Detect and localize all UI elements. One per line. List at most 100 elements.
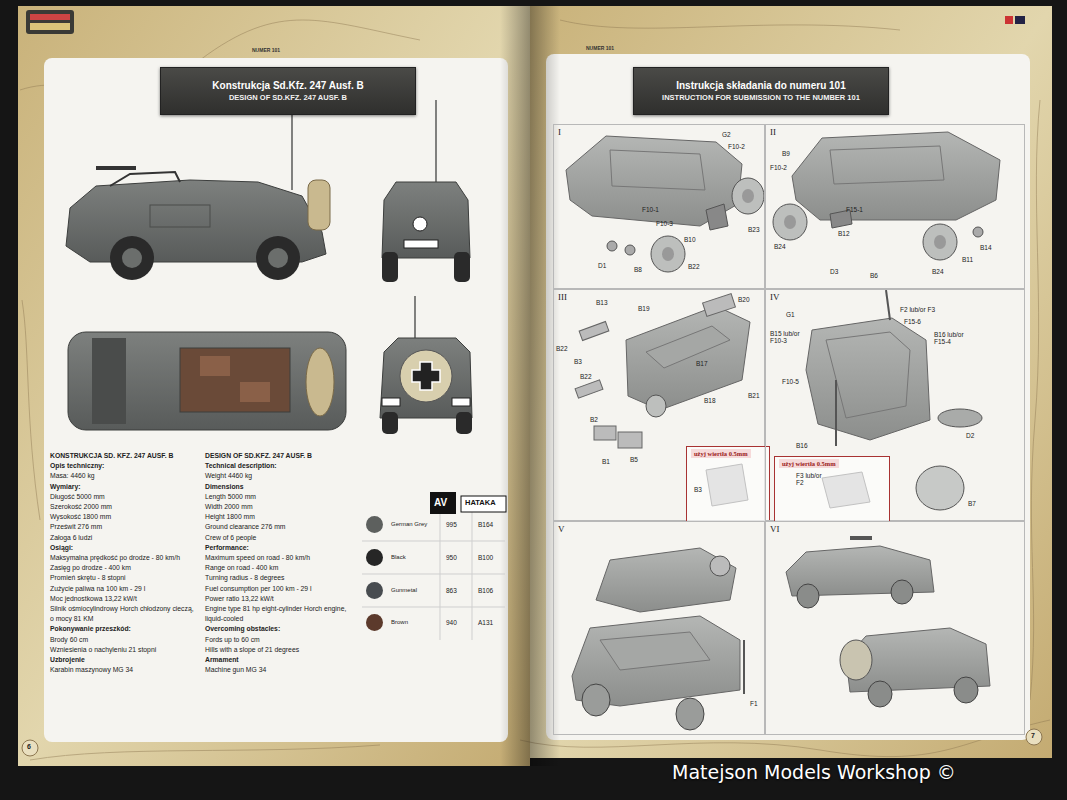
part-callout: F10-1: [642, 206, 659, 213]
spec-line: Silnik ośmiocylindrowy Horch chłodzony c…: [50, 604, 198, 624]
part-callout: B11: [962, 256, 973, 263]
part-callout: F2 lub/or F3: [900, 306, 935, 313]
spec-line: Performance:: [205, 543, 357, 553]
part-callout: F15-6: [904, 318, 921, 325]
part-callout: B22: [580, 373, 592, 380]
part-callout: B17: [696, 360, 708, 367]
part-callout: B15 lub/or F10-3: [770, 330, 804, 345]
spec-line: Prześwit 276 mm: [50, 522, 198, 532]
step-panel: II: [765, 124, 1025, 289]
part-callout: F10-2: [770, 164, 787, 171]
paint-code: 995: [446, 521, 457, 528]
paint-code: 940: [446, 619, 457, 626]
step-panel: IVużyj wiertła 0.5mm: [765, 289, 1025, 521]
spec-line: Promień skrętu - 8 stopni: [50, 573, 198, 583]
part-callout: B10: [684, 236, 696, 243]
header-band: Konstrukcja Sd.Kfz. 247 Ausf. BDESIGN OF…: [160, 67, 416, 115]
part-callout: B1: [602, 458, 610, 465]
part-callout: B19: [638, 305, 650, 312]
spec-line: Power ratio 13,22 kW/t: [205, 594, 357, 604]
part-callout: B24: [774, 243, 786, 250]
spec-line: Width 2000 mm: [205, 502, 357, 512]
spec-line: Machine gun MG 34: [205, 665, 357, 675]
part-callout: B3: [694, 486, 702, 493]
part-callout: G1: [786, 311, 795, 318]
spec-line: Ground clearance 276 mm: [205, 522, 357, 532]
part-callout: B22: [688, 263, 700, 270]
paint-name: Gunmetal: [391, 587, 417, 593]
drill-note-box: użyj wiertła 0.5mm: [774, 456, 890, 522]
part-callout: B22: [556, 345, 568, 352]
spec-line: Hills with a slope of 21 degrees: [205, 645, 357, 655]
paint-name: Brown: [391, 619, 408, 625]
part-callout: B2: [590, 416, 598, 423]
paint-code: B100: [478, 554, 493, 561]
spec-line: Masa: 4460 kg: [50, 471, 198, 481]
part-callout: B8: [634, 266, 642, 273]
spec-line: Wymiary:: [50, 482, 198, 492]
spec-line: Osiągi:: [50, 543, 198, 553]
part-callout: B21: [748, 392, 760, 399]
spec-line: Zasięg po drodze - 400 km: [50, 563, 198, 573]
part-callout: B6: [870, 272, 878, 279]
paint-code: A131: [478, 619, 493, 626]
spec-line: Fords up to 60 cm: [205, 635, 357, 645]
header-band: Instrukcja składania do numeru 101INSTRU…: [633, 67, 889, 115]
part-callout: B24: [932, 268, 944, 275]
spec-line: Technical description:: [205, 461, 357, 471]
spec-line: DESIGN OF SD.KFZ. 247 AUSF. B: [205, 451, 357, 461]
drill-note-box: użyj wiertła 0.5mm: [686, 446, 770, 522]
page-number: 7: [1031, 732, 1035, 740]
spec-line: Uzbrojenie: [50, 655, 198, 665]
spec-line: Długość 5000 mm: [50, 492, 198, 502]
spec-line: Engine type 81 hp eight-cylinder Horch e…: [205, 604, 357, 624]
part-callout: B20: [738, 296, 750, 303]
spec-line: Karabin maszynowy MG 34: [50, 665, 198, 675]
part-callout: B23: [748, 226, 760, 233]
spec-line: Szerokość 2000 mm: [50, 502, 198, 512]
spec-line: Zużycie paliwa na 100 km - 29 l: [50, 584, 198, 594]
spec-line: Length 5000 mm: [205, 492, 357, 502]
spec-line: Maximum speed on road - 80 km/h: [205, 553, 357, 563]
spec-line: Wysokość 1800 mm: [50, 512, 198, 522]
node-title: Instrukcja składania do numeru 101: [676, 80, 846, 91]
spec-line: Turning radius - 8 degrees: [205, 573, 357, 583]
part-callout: F10-5: [782, 378, 799, 385]
node-title: II: [770, 127, 776, 137]
issue-number: NUMER 101: [252, 48, 280, 54]
part-callout: D3: [830, 268, 838, 275]
page-number: 6: [27, 743, 31, 751]
spec-line: Fuel consumption per 100 km - 29 l: [205, 584, 357, 594]
paint-code: B164: [478, 521, 493, 528]
spec-column: KONSTRUKCJA SD. KFZ. 247 AUSF. BOpis tec…: [50, 451, 198, 675]
spec-line: KONSTRUKCJA SD. KFZ. 247 AUSF. B: [50, 451, 198, 461]
spec-line: Armament: [205, 655, 357, 665]
node-title: Konstrukcja Sd.Kfz. 247 Ausf. B: [212, 80, 363, 91]
paint-swatch: [366, 549, 383, 566]
spec-line: Opis techniczny:: [50, 461, 198, 471]
part-callout: F10-3: [656, 220, 673, 227]
spec-line: Moc jednostkowa 13,22 kW/t: [50, 594, 198, 604]
spec-line: Załoga 6 ludzi: [50, 533, 198, 543]
paint-code: B106: [478, 587, 493, 594]
part-callout: B9: [782, 150, 790, 157]
spec-line: Pokonywanie przeszkód:: [50, 624, 198, 634]
brand-logo: AV: [434, 497, 447, 509]
part-callout: B12: [838, 230, 850, 237]
part-callout: B7: [968, 500, 976, 507]
paint-swatch: [366, 614, 383, 631]
paint-code: 950: [446, 554, 457, 561]
brand-logo: HATAKA: [465, 499, 496, 508]
step-panel: VI: [765, 521, 1025, 735]
part-callout: B14: [980, 244, 992, 251]
node-title: użyj wiertła 0.5mm: [779, 459, 839, 468]
spec-line: Range on road - 400 km: [205, 563, 357, 573]
spec-line: Wzniesienia o nachyleniu 21 stopni: [50, 645, 198, 655]
paint-swatch: [366, 516, 383, 533]
part-callout: B3: [574, 358, 582, 365]
node-title: użyj wiertła 0.5mm: [691, 449, 751, 458]
watermark: Matejson Models Workshop ©: [672, 762, 956, 784]
part-callout: F15-1: [846, 206, 863, 213]
part-callout: F1: [750, 700, 758, 707]
